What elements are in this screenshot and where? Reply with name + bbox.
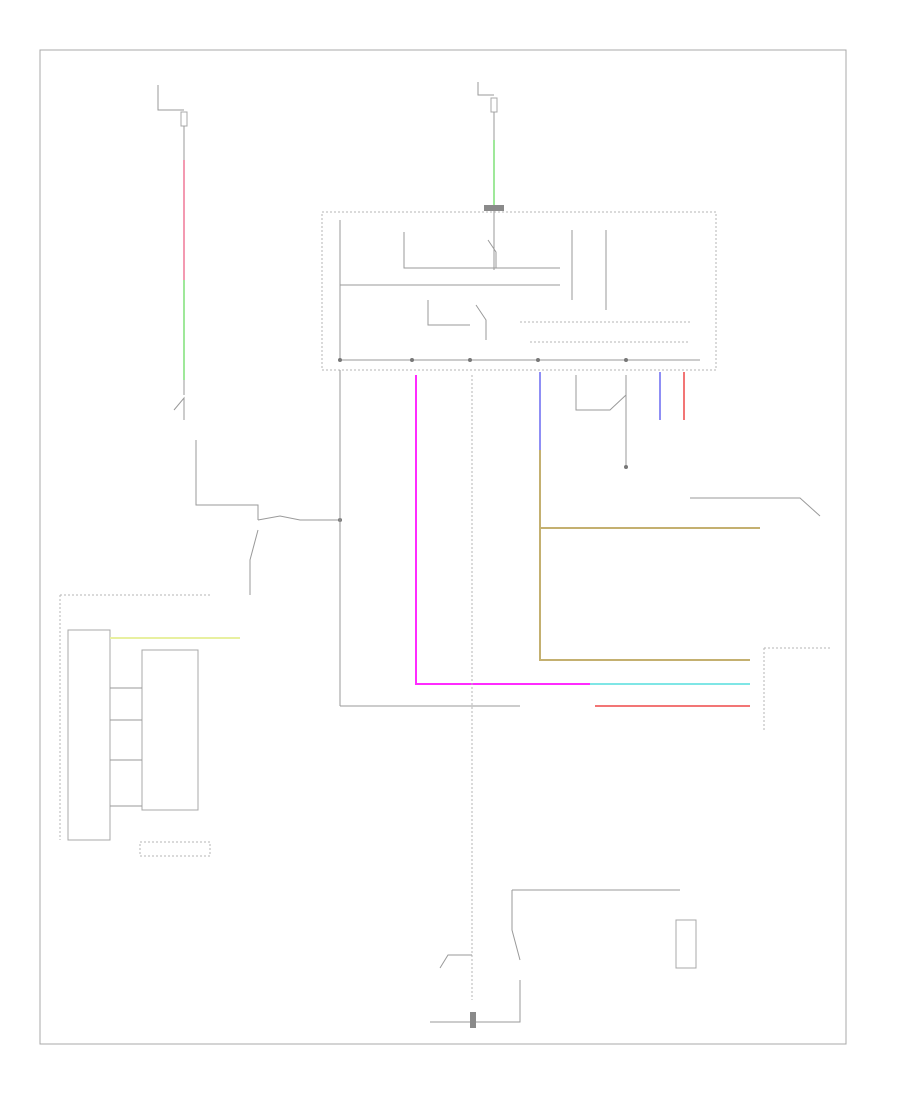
center-fuse-feed xyxy=(477,82,504,211)
diagram-frame xyxy=(39,49,847,1045)
starter-control-relay-coil xyxy=(427,300,470,326)
starter-contact xyxy=(511,890,521,961)
range-switch-box xyxy=(141,649,199,811)
starter-control-relay-contact xyxy=(475,304,487,340)
ground-relay-wire xyxy=(575,375,627,411)
starter-solenoid xyxy=(439,954,472,969)
relay-module xyxy=(321,211,717,371)
left-fuse-feed xyxy=(157,85,342,595)
body-control-module xyxy=(763,647,830,730)
clutch-interlock-wire xyxy=(690,497,821,517)
downstream-wires xyxy=(339,370,821,1000)
junction-to-bus xyxy=(257,515,340,521)
tcm-box xyxy=(67,629,111,841)
bus-dot-2 xyxy=(410,358,414,362)
starter-relay-coil xyxy=(403,232,560,269)
battery-symbol xyxy=(675,919,697,969)
range-switch-legend xyxy=(139,841,211,857)
bus-dot-5 xyxy=(624,358,628,362)
left-descending-wire xyxy=(249,529,259,595)
left-battery-lead xyxy=(157,85,184,111)
relay-module-box xyxy=(321,211,717,371)
left-fuse-symbol xyxy=(180,111,188,127)
center-battery-lead xyxy=(477,82,494,96)
ground-dot xyxy=(624,465,628,469)
center-connector xyxy=(484,205,504,211)
starter-ground xyxy=(430,980,521,1023)
transmission-range-switch xyxy=(59,594,240,857)
magenta-wire xyxy=(415,375,590,685)
bus-dot-3 xyxy=(468,358,472,362)
bus-dot-1 xyxy=(338,358,342,362)
clutch-switch-symbol xyxy=(173,396,185,420)
center-fuse-symbol xyxy=(490,97,498,113)
starter-terminal xyxy=(470,1012,476,1028)
bus-dot-4 xyxy=(536,358,540,362)
starter-relay-contact xyxy=(487,239,497,268)
starter-motor xyxy=(430,889,697,1028)
clutch-output-wire xyxy=(195,440,259,520)
tan-wire xyxy=(539,450,750,661)
